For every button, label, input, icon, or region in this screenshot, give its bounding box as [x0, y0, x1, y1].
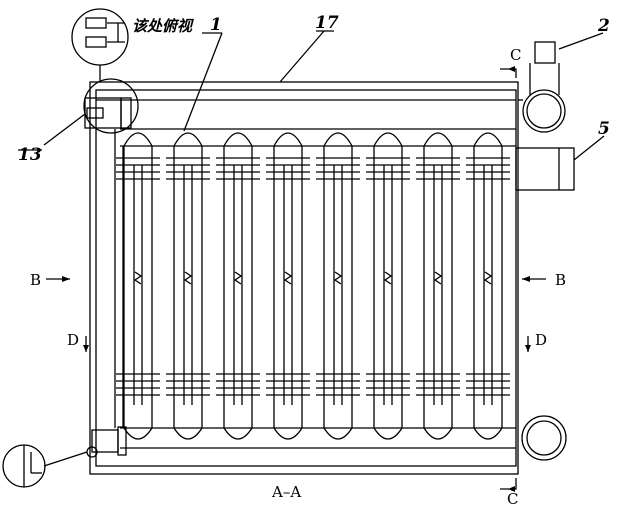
- tube-top-cap: [223, 132, 253, 147]
- b-left-arrowhead: [62, 276, 70, 282]
- tube-break-mark: [383, 271, 393, 285]
- tube-break-mark: [283, 271, 293, 285]
- label-5: 5: [598, 119, 610, 139]
- d-right-marker: D: [535, 331, 547, 349]
- outlet-pipe-top: [522, 89, 566, 133]
- tube-bottom-cap: [423, 427, 453, 440]
- leader-5: [573, 135, 605, 161]
- label-1: 1: [210, 15, 222, 35]
- tube-top-cap: [323, 132, 353, 147]
- tube-bottom-cap: [173, 427, 203, 440]
- tube-top-cap: [473, 132, 503, 147]
- b-right-arrowhead: [522, 276, 530, 282]
- c-top-marker: [500, 68, 517, 78]
- tube-top-cap: [373, 132, 403, 147]
- outlet-pipe-top-inner: [526, 93, 562, 129]
- tube-bottom-cap: [323, 427, 353, 440]
- inner-frame: [95, 89, 517, 467]
- outlet-pipe-bottom: [521, 415, 567, 461]
- tube-group: [116, 132, 510, 440]
- tube-bottom-cap: [473, 427, 503, 440]
- tube-top-cap: [173, 132, 203, 147]
- tube-bottom-cap: [273, 427, 303, 440]
- c-bottom-arrowhead: [508, 486, 515, 492]
- tube-break-mark: [133, 271, 143, 285]
- top-note: 该处俯视: [132, 17, 194, 35]
- label-2: 2: [597, 16, 610, 36]
- tube-bottom-cap: [123, 427, 153, 440]
- label-17: 17: [315, 13, 339, 33]
- d-right-arrowhead: [525, 345, 531, 352]
- tube-top-cap: [273, 132, 303, 147]
- detail-circle-13: [83, 78, 139, 134]
- tube-bottom-cap: [373, 427, 403, 440]
- b-right-marker: B: [555, 271, 566, 289]
- b-left-marker: B: [30, 271, 41, 289]
- c-bottom-marker: [500, 478, 517, 490]
- outlet-pipe-bottom-inner: [526, 420, 562, 456]
- tube-break-mark: [183, 271, 193, 285]
- leader-13: [43, 113, 86, 146]
- tube-break-mark: [333, 271, 343, 285]
- section-label: A–A: [271, 483, 301, 501]
- tube-top-cap: [423, 132, 453, 147]
- detail-top-bolt-a: [85, 17, 107, 29]
- valve-13-flange: [120, 97, 132, 129]
- outer-frame: [89, 81, 519, 475]
- leader-17: [279, 30, 325, 83]
- tube-break-mark: [433, 271, 443, 285]
- tube-top-cap: [123, 132, 153, 147]
- tube-bottom-cap: [223, 427, 253, 440]
- tube-break-mark: [233, 271, 243, 285]
- label-13: 13: [18, 145, 42, 165]
- detail-top-bolt-b: [85, 36, 107, 48]
- c-top-marker-label: C: [510, 46, 521, 64]
- leader-2: [558, 32, 604, 50]
- tube-break-mark: [483, 271, 493, 285]
- leader-1: [183, 32, 223, 132]
- d-left-arrowhead: [83, 345, 89, 352]
- c-bottom-marker-label: C: [507, 490, 518, 508]
- pipe-2-cap: [534, 41, 556, 64]
- d-left-marker: D: [67, 331, 79, 349]
- pipe-5-body: [515, 147, 575, 191]
- valve-13-bolt: [86, 107, 104, 119]
- bottom-valve-flange: [117, 426, 127, 456]
- c-top-arrowhead: [508, 66, 515, 72]
- detail-bottom-leader: [43, 451, 88, 467]
